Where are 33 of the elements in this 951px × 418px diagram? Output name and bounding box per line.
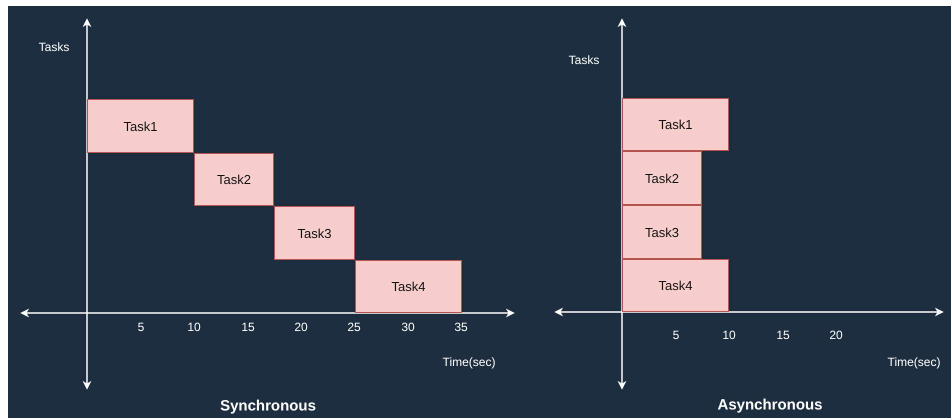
task-label: Task1 [124,118,158,134]
tick-label: 10 [722,328,736,342]
tick-label: 20 [829,328,843,342]
tick-label: 10 [187,320,201,334]
axis-title: Tasks [38,40,70,54]
tick-label: 5 [138,320,144,334]
tick-label: 30 [401,320,415,334]
task-bar [622,151,702,205]
chart-title: Asynchronous [718,396,822,414]
tick-label: 15 [776,328,790,342]
task-bar [274,206,355,260]
axis-title: Tasks [568,53,600,67]
task-bar [622,98,729,151]
task-bar [622,205,702,259]
tick-label: 35 [454,320,468,334]
tick-label: 15 [241,320,255,334]
task-label: Task1 [658,117,692,132]
tick-label: 20 [294,320,308,334]
chart-title: Synchronous [220,398,316,414]
task-label: Task4 [392,279,426,294]
task-bar [355,260,462,313]
task-label: Task3 [298,226,332,240]
task-bar [622,259,729,312]
tick-label: 25 [347,320,361,334]
task-label: Task3 [645,224,679,240]
task-label: Task2 [217,172,251,187]
task-label: Task2 [645,170,679,186]
tick-label: 5 [672,328,680,342]
axis-title: Time(sec) [442,355,496,369]
task-bar [194,153,274,206]
task-label: Task4 [658,278,692,293]
task-bar [87,99,194,153]
axis-title: Time(sec) [888,355,940,369]
